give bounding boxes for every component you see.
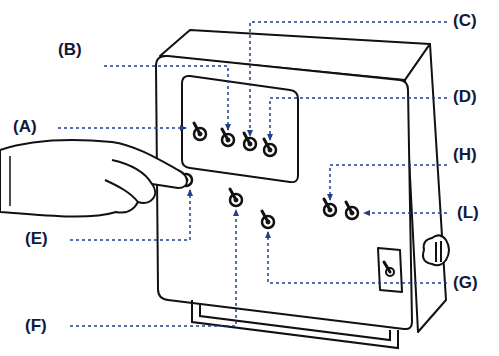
callout-letter: (D): [452, 87, 478, 107]
knob-ridge: [435, 242, 437, 262]
leader-line: [58, 127, 186, 129]
housing-front: [156, 56, 412, 329]
mounting-bracket: [200, 303, 390, 340]
knob-ridge: [440, 241, 442, 262]
callout-letter: (H): [452, 145, 478, 165]
leader-line: [70, 210, 236, 326]
callout-letter: (B): [57, 40, 83, 60]
pointing-hand: [0, 140, 187, 217]
toggle-switch: [194, 123, 206, 140]
callout-letter: (A): [12, 117, 38, 137]
callout-letter: (E): [24, 229, 49, 249]
callout-letter: (G): [452, 273, 479, 293]
toggle-switch: [264, 139, 276, 156]
leader-line: [268, 232, 447, 283]
toggle-switch: [324, 199, 336, 216]
toggle-switch: [346, 202, 358, 219]
leader-line: [250, 22, 447, 136]
leader-line: [330, 165, 447, 200]
callout-letter: (C): [452, 11, 478, 31]
toggle-switch: [230, 189, 242, 206]
adjust-knob: [423, 235, 449, 265]
toggle-switch: [222, 129, 234, 146]
callout-letter: (F): [24, 316, 48, 336]
leader-line: [270, 98, 447, 140]
leader-line: [104, 66, 228, 130]
switch-panel: [182, 76, 298, 182]
toggle-switch: [384, 262, 394, 276]
toggle-switch: [244, 133, 256, 150]
switch-plate: [378, 248, 402, 292]
leader-line: [70, 190, 190, 240]
mounting-bracket: [192, 300, 398, 348]
leader-line: [364, 212, 447, 214]
toggle-switch: [262, 211, 274, 228]
callout-letter: (L): [456, 203, 480, 223]
